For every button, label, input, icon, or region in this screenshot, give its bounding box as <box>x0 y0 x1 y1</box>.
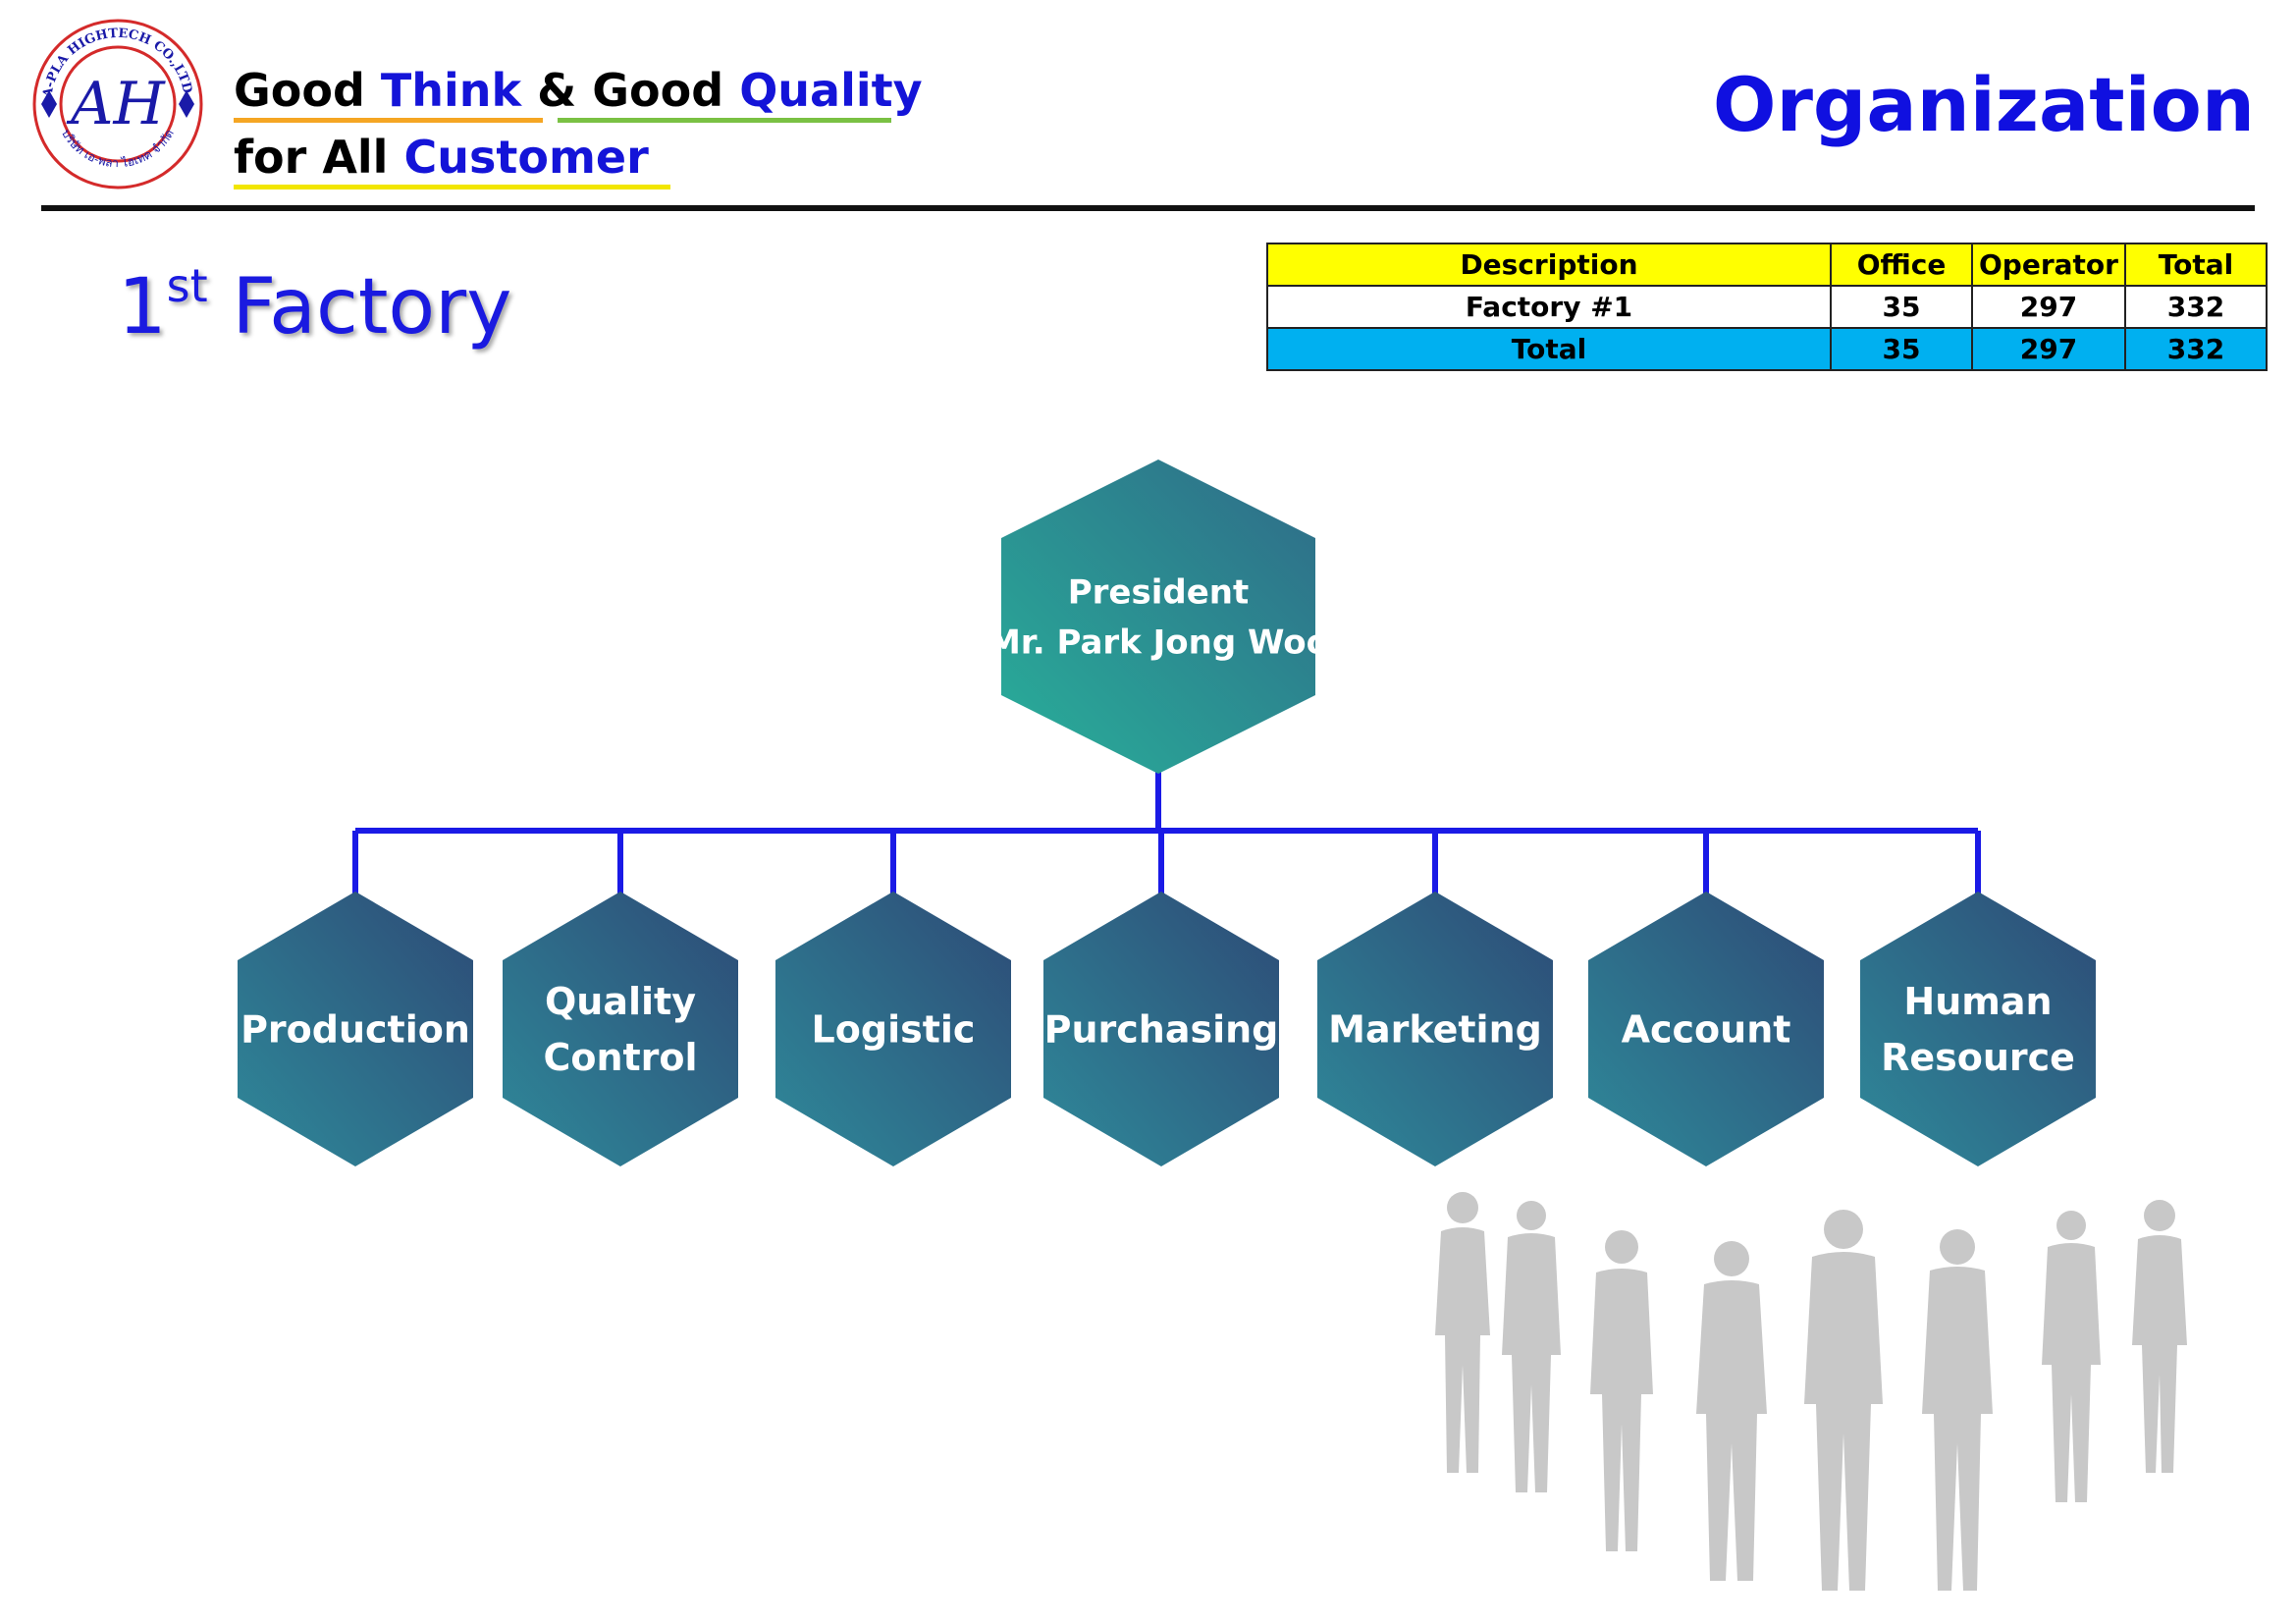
dept-node-production: Production <box>238 892 473 1166</box>
dept-node-purchasing-label: Purchasing <box>1044 1007 1279 1051</box>
slogan: Good Think & Good Quality for All Custom… <box>234 57 923 190</box>
dept-node-human-resource-shape <box>1860 892 2096 1166</box>
slogan-word: Good <box>234 64 381 117</box>
president-node-shape <box>1001 460 1315 774</box>
slogan-word-customer: Customer <box>403 131 649 184</box>
underline-yellow <box>234 185 670 189</box>
slogan-line-1: Good Think & Good Quality <box>234 57 923 124</box>
dept-node-quality-control-label: Quality <box>545 980 696 1023</box>
cell-total: 332 <box>2123 285 2268 329</box>
total-total: 332 <box>2123 327 2268 371</box>
total-office: 35 <box>1830 327 1973 371</box>
dept-node-purchasing: Purchasing <box>1043 892 1279 1166</box>
section-number: 1 <box>118 263 167 352</box>
slogan-word-think: Think <box>380 64 522 117</box>
section-ordinal: st <box>166 259 208 312</box>
header-divider <box>41 205 2255 211</box>
cell-description: Factory #1 <box>1266 285 1832 329</box>
slogan-word: & Good <box>521 64 740 117</box>
header-description: Description <box>1266 243 1832 287</box>
dept-node-logistic: Logistic <box>775 892 1011 1166</box>
table-header-row: Description Office Operator Total <box>1266 243 2268 287</box>
cell-operator: 297 <box>1971 285 2126 329</box>
header-operator: Operator <box>1971 243 2126 287</box>
underline-green <box>558 118 891 123</box>
dept-node-marketing-shape <box>1317 892 1553 1166</box>
logo-initials: AH <box>66 70 166 138</box>
dept-node-account: Account <box>1588 892 1824 1166</box>
dept-node-quality-control-shape <box>503 892 738 1166</box>
slogan-line-2: for All Customer <box>234 124 923 190</box>
page-title: Organization <box>1712 61 2255 148</box>
section-label: Factory <box>207 263 512 352</box>
dept-node-production-shape <box>238 892 473 1166</box>
cell-office: 35 <box>1830 285 1973 329</box>
total-operator: 297 <box>1971 327 2126 371</box>
dept-node-human-resource-label: Resource <box>1881 1036 2075 1079</box>
dept-node-purchasing-shape <box>1043 892 1279 1166</box>
header-total: Total <box>2123 243 2268 287</box>
underline-orange <box>234 118 543 123</box>
headcount-table: Description Office Operator Total Factor… <box>1266 243 2268 371</box>
slogan-word-quality: Quality <box>739 64 923 117</box>
dept-node-logistic-label: Logistic <box>812 1007 976 1051</box>
dept-node-marketing-label: Marketing <box>1328 1007 1542 1051</box>
section-title: 1st Factory <box>118 259 512 352</box>
table-row: Factory #1 35 297 332 <box>1266 285 2268 329</box>
header-office: Office <box>1830 243 1973 287</box>
total-label: Total <box>1266 327 1832 371</box>
dept-node-quality-control-label: Control <box>543 1036 697 1079</box>
dept-node-marketing: Marketing <box>1317 892 1553 1166</box>
company-logo: A-PLA HIGHTECH CO.,LTD. บริษัท เอ-พลา ไฮ… <box>32 19 203 189</box>
president-node-label: Mr. Park Jong Woo <box>988 623 1329 662</box>
table-total-row: Total 35 297 332 <box>1266 327 2268 371</box>
dept-node-account-label: Account <box>1622 1007 1791 1051</box>
dept-node-human-resource-label: Human <box>1903 980 2052 1023</box>
dept-node-logistic-shape <box>775 892 1011 1166</box>
people-silhouettes-image <box>1435 1192 2187 1591</box>
connector-lines <box>352 764 1981 897</box>
slogan-word: for All <box>234 131 404 184</box>
dept-node-account-shape <box>1588 892 1824 1166</box>
president-node-label: President <box>1068 572 1250 612</box>
dept-node-production-label: Production <box>240 1007 470 1051</box>
